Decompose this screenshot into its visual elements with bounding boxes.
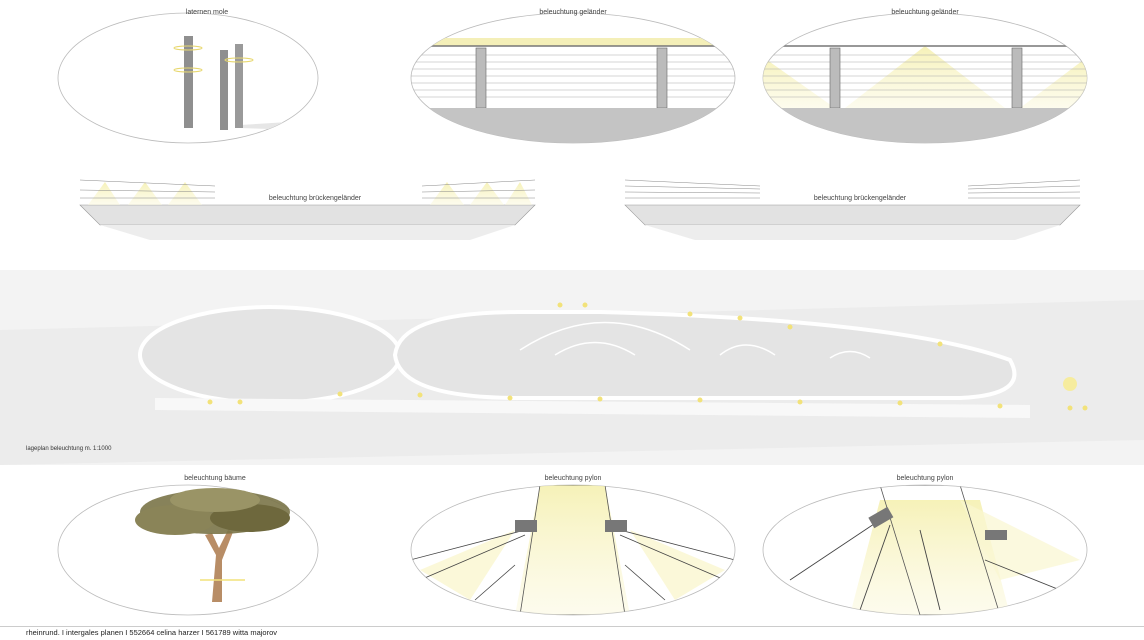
- footer-divider: [0, 626, 1144, 627]
- railing-detail-1: [410, 12, 736, 144]
- bridge-elevation-1: [79, 179, 536, 240]
- panel-title-gelaender-2: beleuchtung geländer: [891, 9, 959, 16]
- site-plan: [0, 270, 1144, 465]
- railing-detail-2: [762, 12, 1088, 144]
- footer-credits: rheinrund. I intergales planen I 552664 …: [26, 628, 277, 637]
- pylon-lighting-detail-1: [410, 484, 736, 616]
- pylon-lighting-detail-2: [762, 484, 1088, 616]
- panel-title-baeume: beleuchtung bäume: [184, 475, 246, 482]
- panel-title-pylon-1: beleuchtung pylon: [544, 475, 602, 482]
- panel-title-gelaender-1: beleuchtung geländer: [539, 9, 607, 16]
- bridge-title-1: beleuchtung brückengeländer: [268, 195, 362, 202]
- tree-lighting-detail: [57, 484, 319, 616]
- panel-title-laternen-mole: laternen mole: [185, 9, 229, 16]
- bridge-title-2: beleuchtung brückengeländer: [813, 195, 907, 202]
- site-plan-title: lageplan beleuchtung m. 1:1000: [26, 446, 112, 452]
- lantern-detail: [57, 12, 319, 144]
- panel-title-pylon-2: beleuchtung pylon: [896, 475, 954, 482]
- bridge-elevation-2: [624, 179, 1081, 240]
